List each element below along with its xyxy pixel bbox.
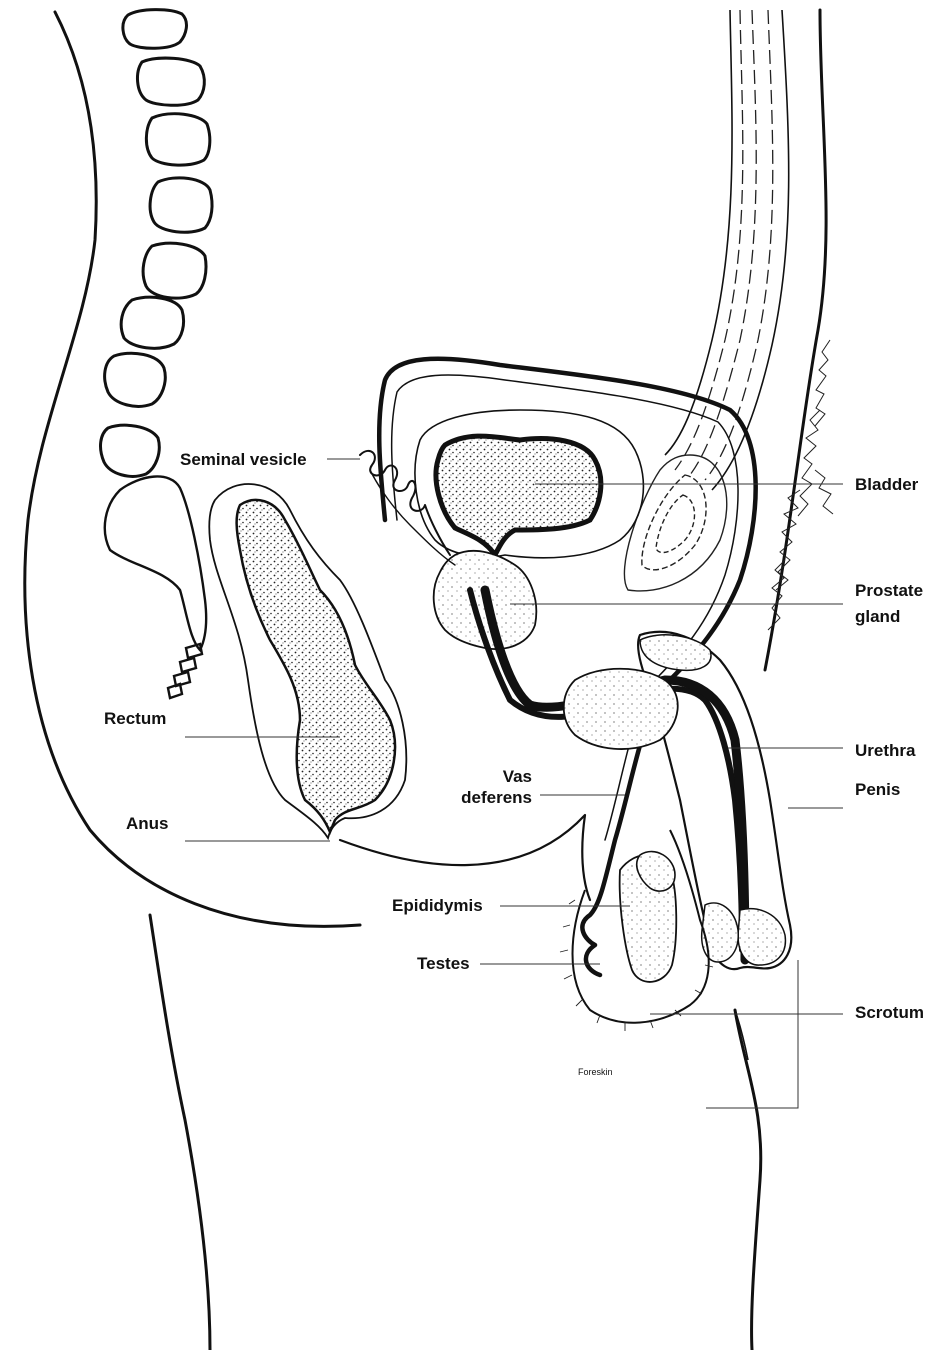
label-bladder: Bladder [855, 474, 918, 495]
abdominal-wall-inner [665, 10, 732, 455]
rectum [237, 500, 395, 832]
label-vas-line2: deferens [440, 787, 532, 808]
front-leg-outline [735, 1010, 761, 1350]
spine [101, 10, 213, 477]
sacrum [105, 476, 206, 650]
abdomen-front-outline [765, 10, 826, 670]
label-prostate-line1: Prostate [855, 580, 923, 601]
label-scrotum: Scrotum [855, 1002, 924, 1023]
perineum-outline [340, 815, 590, 900]
abdominal-muscle [705, 10, 773, 480]
label-rectum: Rectum [104, 708, 166, 729]
abdominal-wall-inner [712, 10, 789, 490]
label-testes: Testes [417, 953, 470, 974]
foreskin-line [735, 1010, 748, 1060]
label-foreskin: Foreskin [578, 1067, 613, 1078]
coccyx [168, 644, 202, 698]
glans [702, 903, 739, 962]
penis-root [640, 635, 711, 671]
label-anus: Anus [126, 813, 169, 834]
pubic-hair [768, 340, 833, 630]
label-seminal-vesicle: Seminal vesicle [180, 449, 307, 470]
bladder [436, 436, 601, 555]
thigh-outline [150, 915, 210, 1350]
bulb [564, 669, 678, 749]
label-epididymis: Epididymis [392, 895, 483, 916]
label-prostate-line2: gland [855, 606, 900, 627]
label-vas-line1: Vas [490, 766, 532, 787]
label-penis: Penis [855, 779, 900, 800]
pubic-bone [624, 455, 726, 591]
label-urethra: Urethra [855, 740, 915, 761]
corpus-spongiosum [738, 909, 785, 965]
